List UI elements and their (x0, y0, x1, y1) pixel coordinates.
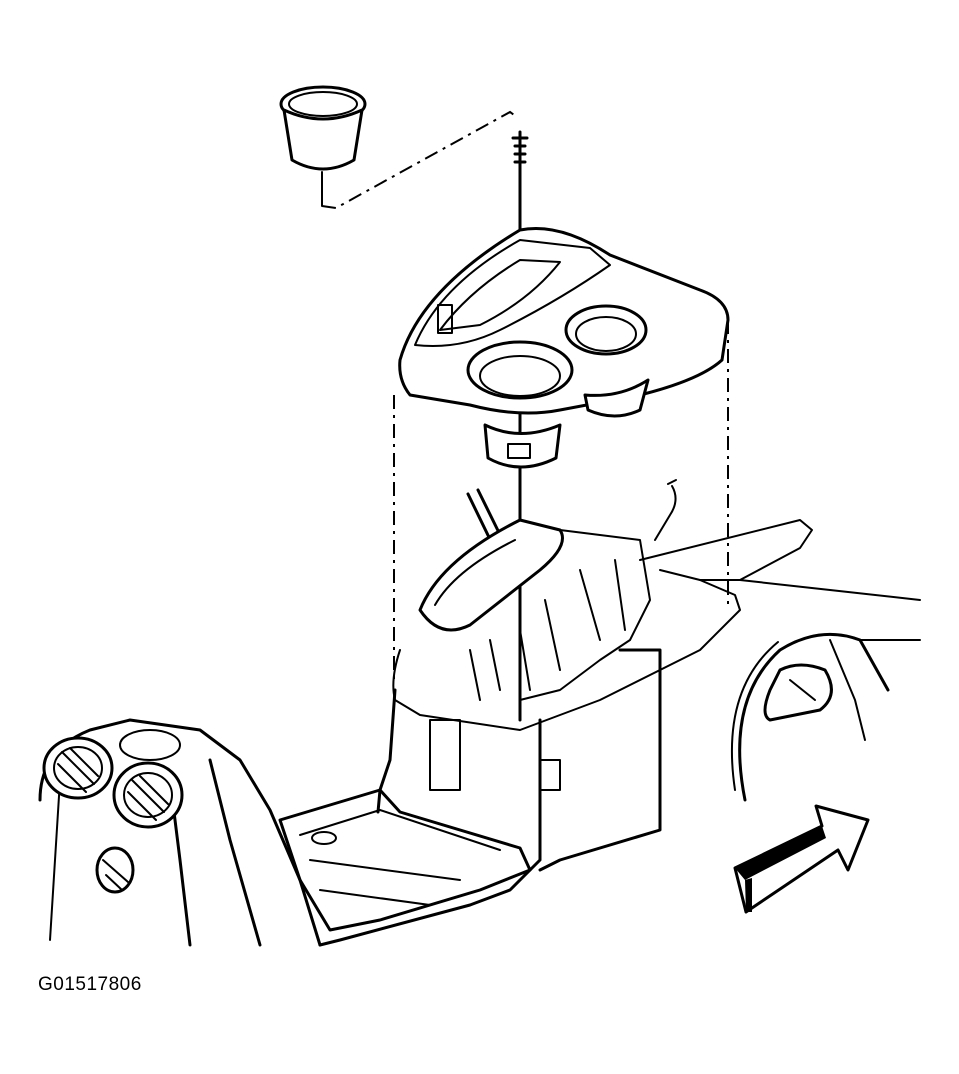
screw-icon (511, 130, 529, 180)
air-vent-left (42, 736, 114, 800)
leader-line-insert (321, 110, 519, 210)
air-vent-center (112, 761, 184, 829)
floor-console-base (278, 718, 542, 947)
cup-holder-insert (279, 85, 367, 207)
shifter-mechanism (418, 479, 677, 701)
instrument-panel-left (38, 718, 322, 947)
front-direction-arrow-icon (733, 804, 870, 914)
figure-id-label: G01517806 (38, 974, 142, 995)
door-panel-right (730, 632, 921, 802)
console-lower-body (376, 519, 921, 872)
console-upper-trim (398, 226, 730, 469)
